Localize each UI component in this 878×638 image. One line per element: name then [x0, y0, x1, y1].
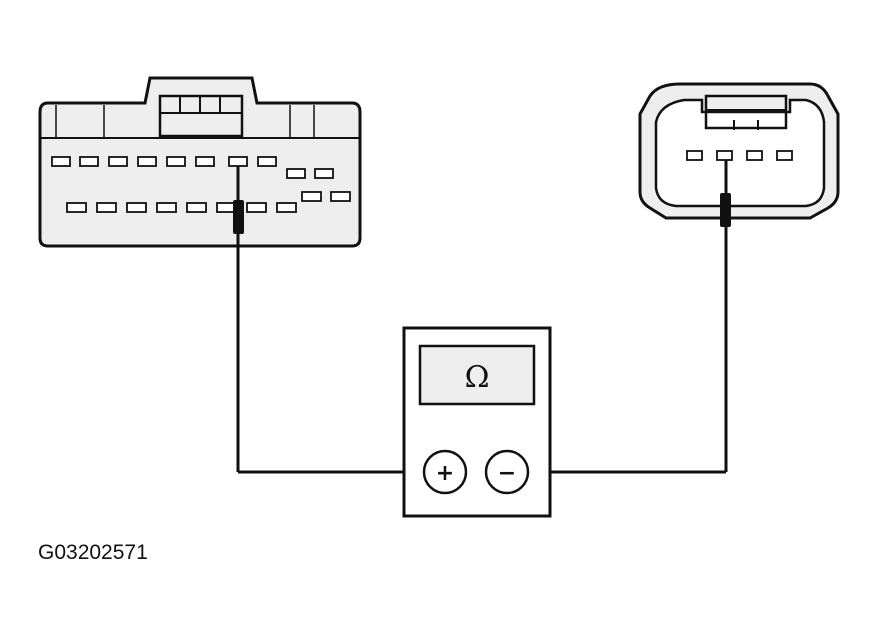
positive-terminal-label: + [436, 461, 454, 486]
left-connector-pins-row1 [51, 156, 334, 179]
ohm-symbol: Ω [465, 360, 490, 395]
right-connector [638, 82, 840, 220]
positive-lead [233, 166, 424, 474]
ohmmeter: Ω + − [402, 326, 552, 518]
right-connector-pins [686, 150, 793, 161]
positive-probe-tip [233, 200, 244, 234]
positive-terminal [422, 449, 468, 495]
right-connector-latch [704, 94, 788, 130]
negative-terminal-label: − [498, 461, 516, 486]
negative-lead [528, 160, 731, 474]
figure-id: G03202571 [38, 541, 148, 564]
negative-terminal [484, 449, 530, 495]
ohmmeter-display [418, 344, 536, 406]
right-connector-inner [654, 98, 826, 208]
left-connector [38, 76, 362, 248]
negative-probe-tip [720, 193, 731, 227]
